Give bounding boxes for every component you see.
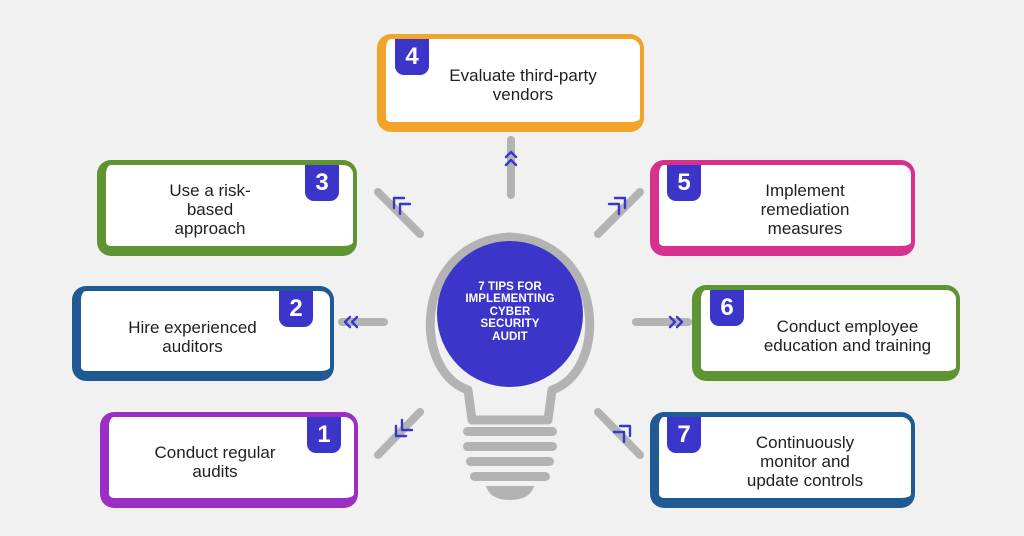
chevron-icon-5 [607, 196, 627, 216]
tip-7-line-2: monitor and [760, 451, 850, 471]
tip-number-badge-2: 2 [279, 291, 313, 327]
tip-card-1 [100, 412, 358, 508]
tip-2-line-2: auditors [162, 337, 223, 356]
tip-number-badge-5: 5 [667, 165, 701, 201]
bulb-tip [486, 486, 534, 500]
tip-text-1: Conduct regular audits [115, 426, 315, 498]
chevron-icon-4 [504, 150, 518, 167]
tip-text-4: Evaluate third-party vendors [410, 50, 636, 120]
tip-3-line-1: Use a risk- [169, 180, 251, 200]
chevron-icon-1 [394, 418, 414, 438]
bulb-base-band-2 [463, 442, 557, 451]
tip-text-5: Implement remediation measures [700, 172, 910, 246]
chevron-icon-2 [343, 315, 359, 329]
bulb-base-band-4 [470, 472, 550, 481]
tip-4-line-1: Evaluate third-party [449, 66, 597, 85]
tip-5-line-3: measures [767, 218, 843, 238]
tip-number-badge-3: 3 [305, 165, 339, 201]
center-title-line-3: CYBER [489, 305, 531, 318]
tip-6-line-1: Conduct employee [776, 317, 919, 336]
tip-1-line-1: Conduct regular [154, 443, 276, 462]
center-title: 7 TIPS FOR IMPLEMENTING CYBER SECURITY A… [446, 272, 574, 352]
tip-number-badge-7: 7 [667, 417, 701, 453]
center-circle [437, 241, 583, 387]
tip-4-line-2: vendors [492, 85, 554, 104]
connector-1 [374, 408, 424, 459]
tip-7-line-3: update controls [746, 470, 864, 490]
tip-7-line-1: Continuously [755, 432, 855, 452]
tip-text-6: Conduct employee education and training [740, 300, 955, 372]
connector-7 [594, 408, 644, 459]
tip-text-3: Use a risk- based approach [115, 172, 305, 246]
tip-text-7: Continuously monitor and update controls [700, 424, 910, 498]
tip-text-2: Hire experienced auditors [90, 302, 295, 372]
bulb-base-band-3 [466, 457, 554, 466]
bulb-outline [425, 232, 595, 425]
tip-3-line-2: based [186, 199, 234, 219]
tip-card-2 [72, 286, 334, 381]
center-title-line-2: IMPLEMENTING [465, 293, 555, 306]
tip-number-badge-6: 6 [710, 290, 744, 326]
bulb-base-band-1 [463, 427, 557, 436]
center-title-line-4: SECURITY [480, 318, 540, 331]
tip-2-line-1: Hire experienced [128, 318, 257, 337]
chevron-icon-6 [668, 315, 684, 329]
tip-3-line-3: approach [174, 218, 246, 238]
center-title-line-1: 7 TIPS FOR [478, 280, 542, 293]
tip-1-line-2: audits [192, 462, 238, 481]
tip-number-badge-4: 4 [395, 39, 429, 75]
center-title-line-5: AUDIT [492, 330, 528, 343]
tip-number-badge-1: 1 [307, 417, 341, 453]
chevron-icon-3 [392, 196, 412, 216]
chevron-icon-7 [612, 424, 632, 444]
tip-5-line-2: remediation [760, 199, 850, 219]
tip-6-line-2: education and training [763, 336, 932, 355]
tip-5-line-1: Implement [765, 180, 845, 200]
